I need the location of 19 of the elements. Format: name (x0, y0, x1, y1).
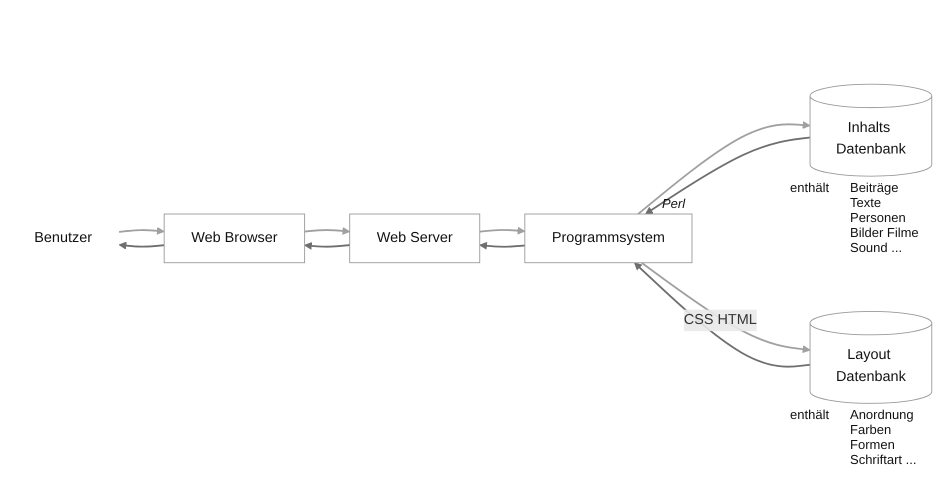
arrow (118, 241, 164, 250)
node-box: Web Browser (164, 213, 306, 263)
arrow (304, 226, 350, 235)
edge-label: CSS HTML (684, 312, 757, 328)
contains-label: enthält (790, 407, 830, 422)
arrow (118, 226, 165, 235)
arrow (645, 136, 810, 214)
arrow (637, 120, 810, 214)
contains-label: enthält (790, 180, 830, 195)
arrow (479, 242, 525, 250)
node-box: Programmsystem (524, 213, 692, 263)
node-text: Benutzer (34, 230, 92, 246)
arrow (480, 226, 526, 234)
arrow (641, 262, 810, 353)
node-box: Web Server (349, 213, 480, 263)
contents-list: Anordnung Farben Formen Schriftart ... (850, 407, 928, 468)
contents-list: Beiträge Texte Personen Bilder Filme Sound ... (850, 180, 928, 255)
arrow (304, 242, 350, 250)
language-note: Perl (662, 196, 686, 211)
